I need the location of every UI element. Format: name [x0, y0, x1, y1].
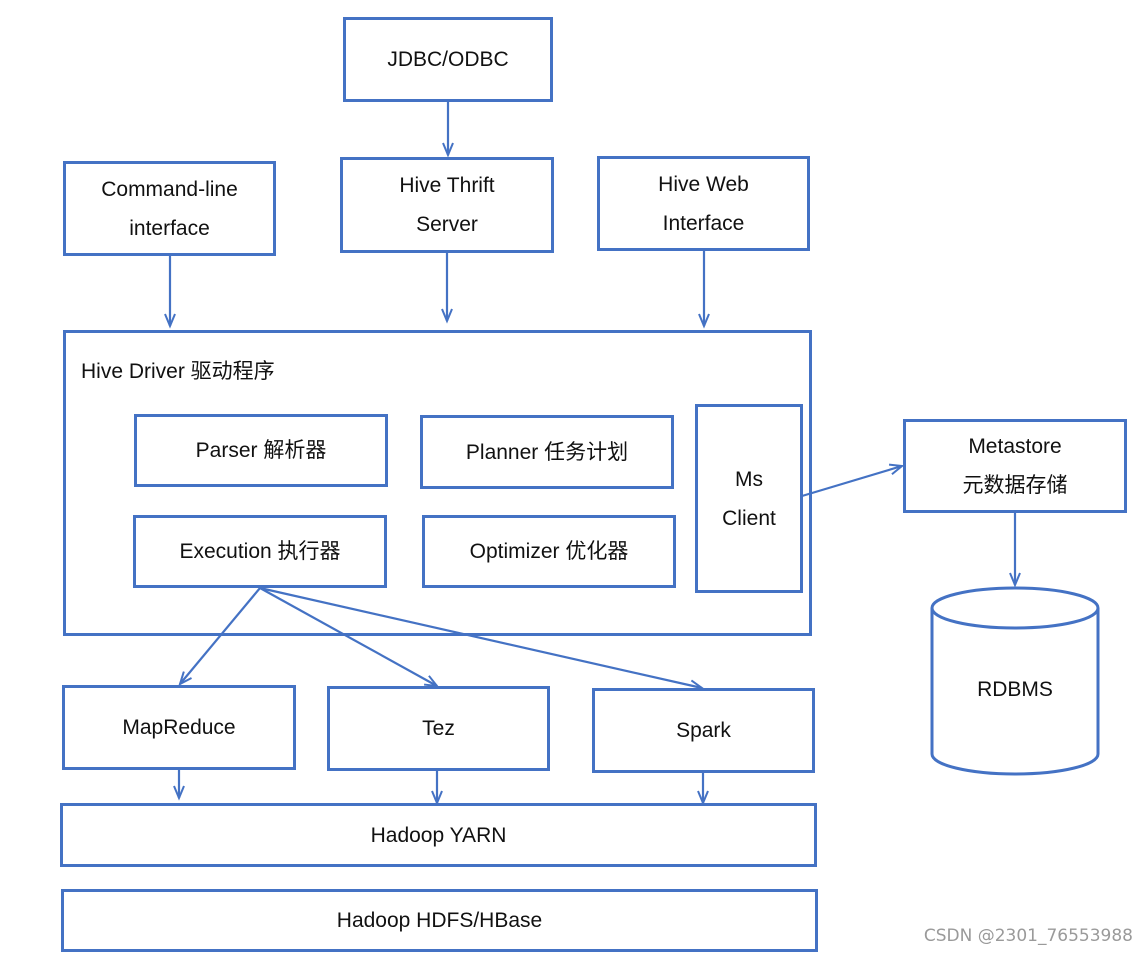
execution-box: Execution 执行器	[133, 515, 387, 588]
hadoop-yarn-box: Hadoop YARN	[60, 803, 817, 867]
arrow-execution-to-mapreduce	[178, 587, 261, 686]
planner-box: Planner 任务计划	[420, 415, 674, 489]
hive-thrift-server-box: Hive Thrift Server	[340, 157, 554, 253]
spark-box: Spark	[592, 688, 815, 773]
csdn-watermark: CSDN @2301_76553988	[923, 926, 1133, 946]
jdbc-odbc-box: JDBC/ODBC	[343, 17, 553, 102]
hive-driver-label: Hive Driver 驱动程序	[81, 360, 275, 383]
mapreduce-box: MapReduce	[62, 685, 296, 770]
optimizer-box: Optimizer 优化器	[422, 515, 676, 588]
rdbms-label: RDBMS	[977, 678, 1053, 701]
hive-driver-container	[63, 330, 812, 636]
arrow-execution-to-tez	[259, 587, 440, 688]
arrow-execution-to-spark	[259, 586, 705, 692]
arrow-msclient-to-metastore	[801, 463, 905, 498]
tez-box: Tez	[327, 686, 550, 771]
parser-box: Parser 解析器	[134, 414, 388, 487]
ms-client-box: Ms Client	[695, 404, 803, 593]
rdbms-cylinder	[930, 586, 1100, 776]
command-line-interface-box: Command-line interface	[63, 161, 276, 256]
hadoop-hdfs-hbase-box: Hadoop HDFS/HBase	[61, 889, 818, 952]
hive-web-interface-box: Hive Web Interface	[597, 156, 810, 251]
metastore-box: Metastore 元数据存储	[903, 419, 1127, 513]
